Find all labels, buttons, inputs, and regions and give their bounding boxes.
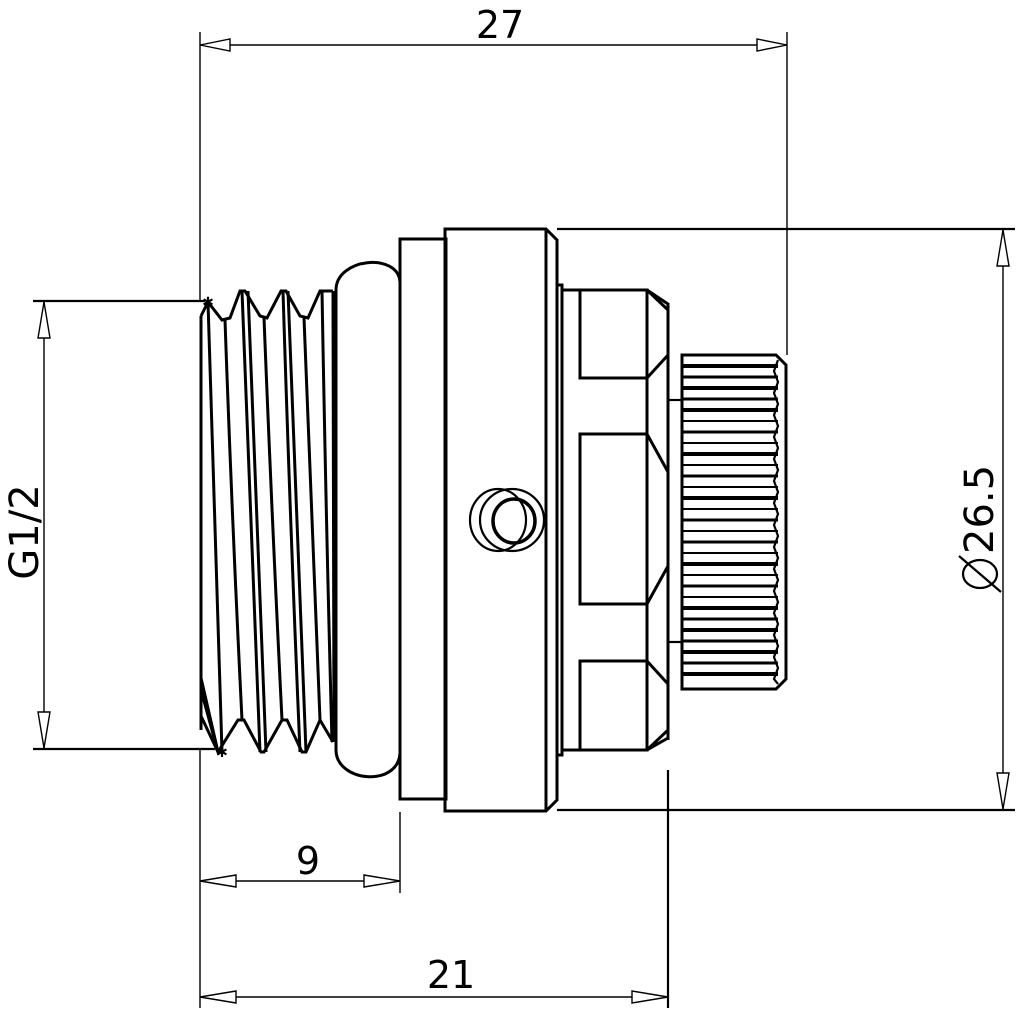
dimension-overall-length: 27 bbox=[199, 3, 788, 355]
dimension-thread-size: G1/2 bbox=[2, 299, 215, 751]
vent-hole bbox=[468, 487, 546, 553]
hex-nut bbox=[555, 283, 682, 757]
collar bbox=[398, 237, 448, 801]
dimension-body-diameter: 26.5 bbox=[557, 227, 1015, 812]
diameter-symbol-icon bbox=[958, 555, 1002, 593]
knurled-cap bbox=[680, 353, 788, 691]
dimension-label-21: 21 bbox=[427, 953, 475, 997]
dimension-label-9: 9 bbox=[296, 839, 320, 883]
dimension-body-length: 21 bbox=[199, 770, 670, 1008]
dimension-thread-length: 9 bbox=[199, 750, 401, 1008]
thread-end-marker-icon: ✱ bbox=[216, 745, 228, 761]
thread-start-marker-icon: ✱ bbox=[202, 295, 214, 311]
dimension-label-g1-2: G1/2 bbox=[2, 484, 48, 579]
main-body-ring bbox=[443, 227, 559, 813]
dimension-label-26-5: 26.5 bbox=[957, 465, 1003, 554]
o-ring-seal bbox=[334, 261, 402, 779]
threaded-shank: ✱ ✱ bbox=[199, 289, 336, 761]
dimension-label-27: 27 bbox=[476, 3, 524, 47]
